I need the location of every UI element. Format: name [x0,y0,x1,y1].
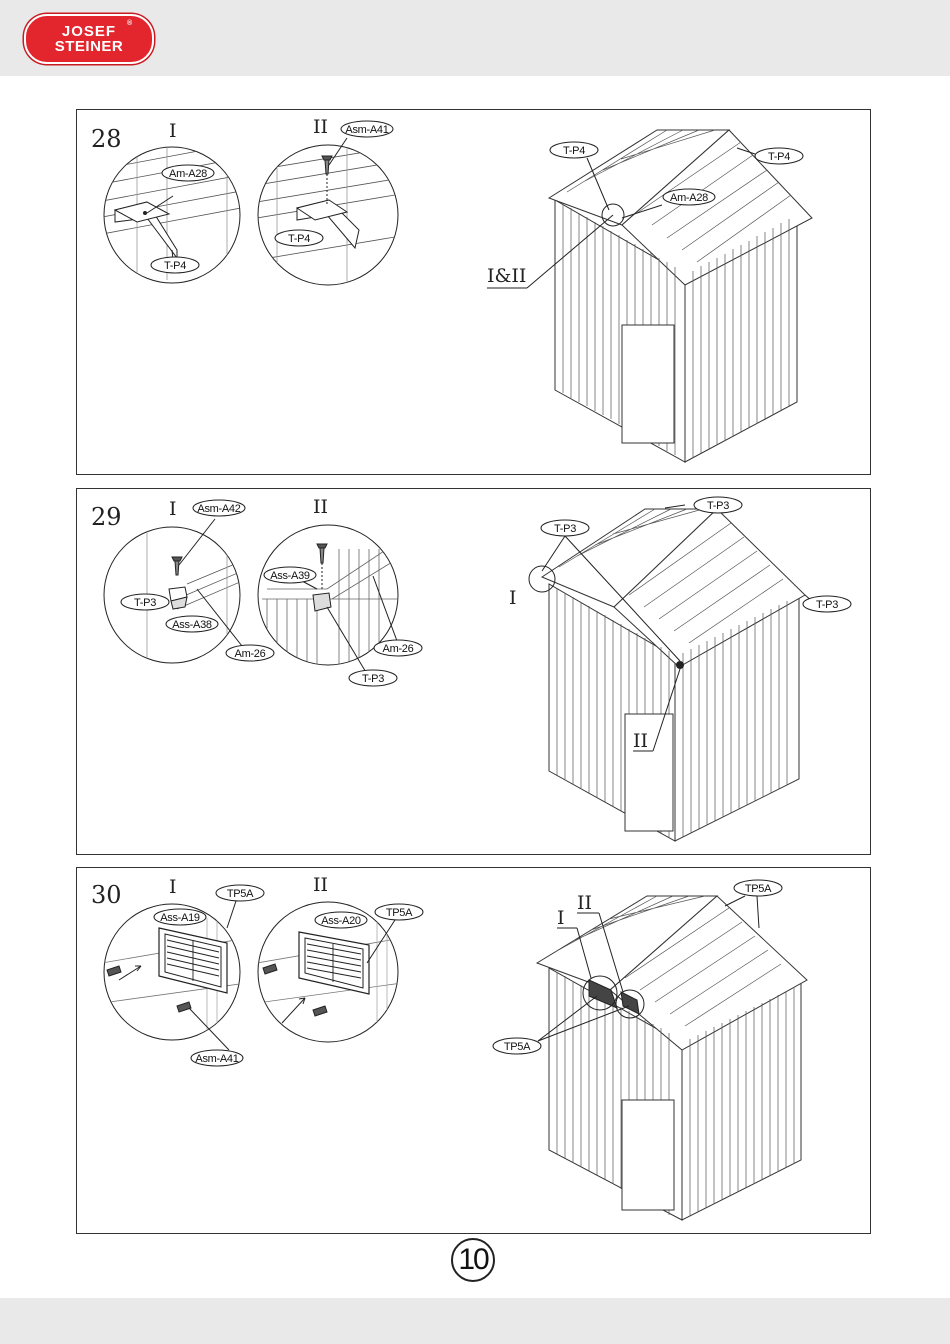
step-30-panel: 30 I II TP5A Ass-A19 Asm-A41 [76,867,871,1234]
footer-band [0,1298,950,1344]
shed-overview [537,896,807,1220]
callout-ass-a39: Ass-A39 [264,567,316,583]
brand-logo: JOSEF STEINER ® [24,14,154,64]
svg-text:TP5A: TP5A [386,907,413,919]
svg-text:TP5A: TP5A [227,888,254,900]
svg-text:Am-A28: Am-A28 [670,192,708,204]
callout-asm-a41: Asm-A41 [191,1050,243,1066]
svg-text:Ass-A20: Ass-A20 [321,915,361,927]
svg-text:Am-26: Am-26 [383,643,414,655]
svg-text:Am-26: Am-26 [235,648,266,660]
callout-am-a28-overview: Am-A28 [663,189,715,205]
overview-label-ii: II [577,892,592,914]
overview-label-i-ii: I&II [487,265,526,287]
callout-tp3-left: T-P3 [541,520,589,536]
detail-label-i: I [169,120,177,142]
step-29-panel: 29 I II Asm-A42 T-P3 Ass-A38 Am-26 [76,488,871,855]
detail-label-ii: II [313,116,328,138]
svg-text:Asm-A41: Asm-A41 [345,124,388,136]
callout-tp3-top: T-P3 [694,497,742,513]
svg-text:T-P3: T-P3 [134,597,156,609]
detail-label-ii: II [313,496,328,518]
detail-label-ii: II [313,874,328,896]
svg-text:Am-A28: Am-A28 [169,168,207,180]
svg-text:T-P3: T-P3 [816,599,838,611]
overview-label-i: I [557,907,565,929]
svg-text:T-P4: T-P4 [563,145,585,157]
callout-tp5a-top: TP5A [734,880,782,896]
svg-text:T-P4: T-P4 [164,260,186,272]
callout-tp4-overview-b: T-P4 [755,148,803,164]
callout-am26-ii: Am-26 [374,640,422,656]
callout-am26-i: Am-26 [226,645,274,661]
page-number: 10 [451,1238,495,1282]
svg-text:T-P3: T-P3 [707,500,729,512]
detail-label-i: I [169,876,177,898]
overview-label-ii: II [633,730,648,752]
svg-text:Asm-A42: Asm-A42 [197,503,240,515]
svg-text:Ass-A19: Ass-A19 [160,912,200,924]
svg-text:Ass-A39: Ass-A39 [270,570,310,582]
svg-text:T-P3: T-P3 [554,523,576,535]
callout-tp5a-ii: TP5A [375,904,423,920]
step-number: 28 [91,125,122,153]
svg-text:Ass-A38: Ass-A38 [172,619,212,631]
svg-text:TP5A: TP5A [504,1041,531,1053]
step-28-panel: 28 I II Am-A28 T-P4 A [76,109,871,475]
step-number: 29 [91,503,122,531]
callout-asm-a42: Asm-A42 [193,500,245,516]
callout-ass-a20: Ass-A20 [315,912,367,928]
svg-text:Asm-A41: Asm-A41 [195,1053,238,1065]
callout-tp3-ii: T-P3 [349,670,397,686]
detail-circle-i [104,519,247,669]
callout-tp5a-i: TP5A [216,885,264,901]
brand-line1: JOSEF [26,24,152,39]
svg-text:T-P4: T-P4 [768,151,790,163]
svg-text:T-P4: T-P4 [288,233,310,245]
overview-label-i: I [509,587,517,609]
callout-tp3-i: T-P3 [121,594,169,610]
callout-am-a28-detail: Am-A28 [162,165,214,181]
callout-asm-a41: Asm-A41 [341,121,393,137]
svg-text:T-P3: T-P3 [362,673,384,685]
shed-overview [549,130,812,462]
step-number: 30 [91,881,122,909]
detail-circle-ii [257,138,407,290]
zoom-marker-ii [676,661,684,669]
svg-text:TP5A: TP5A [745,883,772,895]
shed-overview [542,509,805,841]
callout-tp3-right: T-P3 [803,596,851,612]
detail-label-i: I [169,498,177,520]
callout-ass-a38: Ass-A38 [166,616,218,632]
callout-tp5a-bottom: TP5A [493,1038,541,1054]
brand-registered-mark: ® [127,20,132,27]
callout-tp4-detail-ii: T-P4 [275,230,323,246]
callout-tp4-overview-a: T-P4 [550,142,598,158]
brand-line2: STEINER [26,39,152,54]
callout-ass-a19: Ass-A19 [154,909,206,925]
callout-tp4-detail-i: T-P4 [151,257,199,273]
